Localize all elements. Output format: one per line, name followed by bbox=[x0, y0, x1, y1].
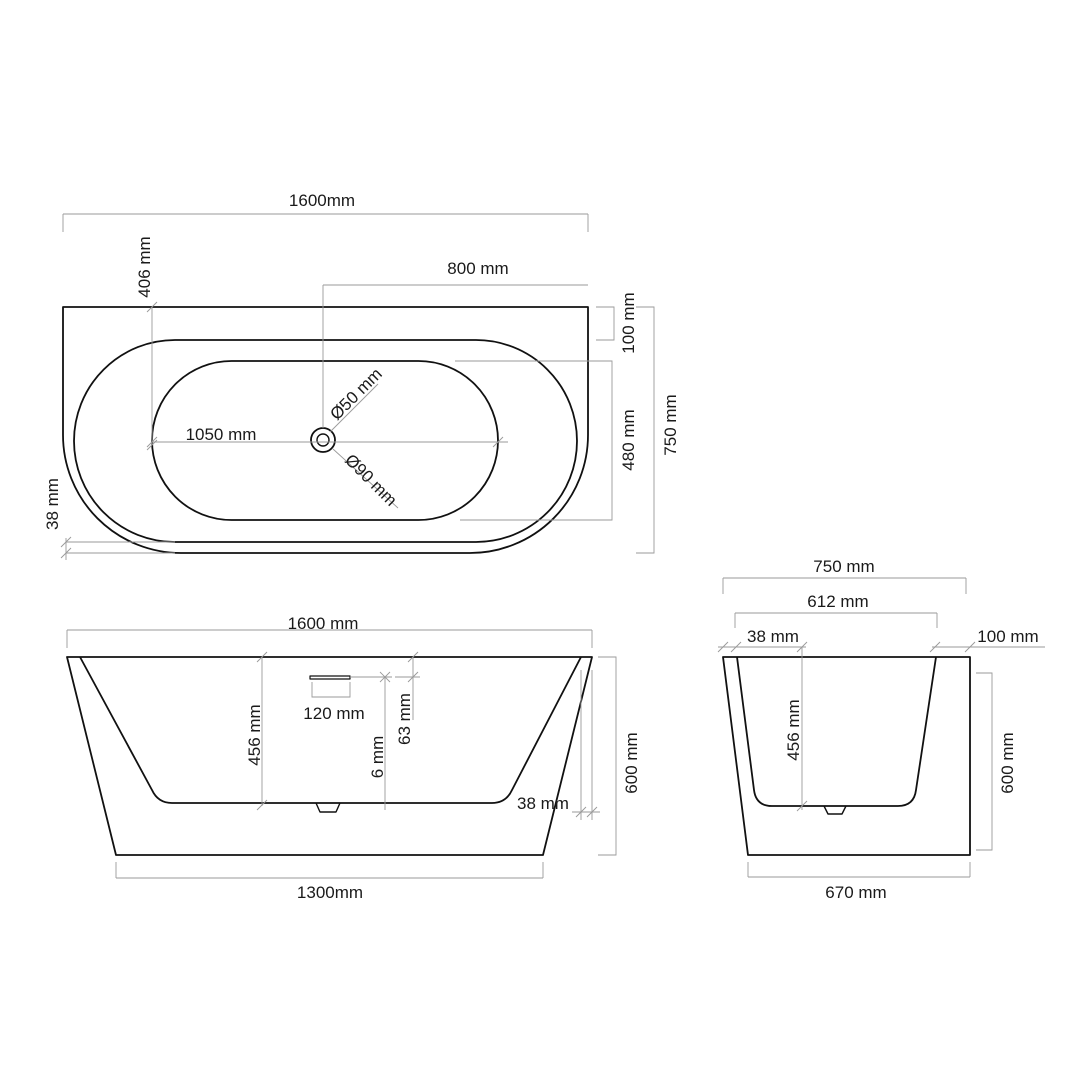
top-dim-750-line bbox=[636, 306, 655, 554]
top-dim-drain90-leader bbox=[332, 448, 399, 509]
front-dim-38-line bbox=[572, 670, 600, 820]
top-dim-drain50-label: Ø50 mm bbox=[326, 364, 386, 424]
top-dim-drain90-label: Ø90 mm bbox=[341, 450, 401, 510]
top-dim-1050-label: 1050 mm bbox=[186, 425, 257, 444]
front-dim-120-label: 120 mm bbox=[303, 704, 364, 723]
front-view-basin-outline bbox=[79, 656, 582, 804]
top-dim-480-line bbox=[455, 360, 613, 521]
side-view-outer-outline bbox=[722, 656, 971, 856]
side-view-drain bbox=[823, 805, 847, 815]
side-view: 750 mm 612 mm 38 mm 100 mm 456 mm 600 mm… bbox=[717, 557, 1045, 902]
front-view-drain bbox=[315, 802, 341, 813]
side-dim-670-line bbox=[747, 862, 971, 878]
top-view: 1600mm 406 mm 800 mm 1050 mm Ø50 mm Ø90 … bbox=[43, 191, 680, 560]
front-dim-63-tick bbox=[407, 651, 419, 683]
side-dim-750-label: 750 mm bbox=[813, 557, 874, 576]
top-dim-1600-line bbox=[62, 213, 589, 232]
top-view-drain-inner bbox=[316, 433, 330, 447]
top-dim-800-line bbox=[322, 284, 588, 428]
top-dim-38-tick bbox=[60, 536, 72, 559]
front-dim-1300-line bbox=[115, 862, 544, 879]
side-dim-750-line bbox=[722, 577, 967, 594]
front-dim-1300-label: 1300mm bbox=[297, 883, 363, 902]
front-dim-1600-label: 1600 mm bbox=[288, 614, 359, 633]
side-dim-456-tick bbox=[796, 800, 808, 812]
side-dim-670-label: 670 mm bbox=[825, 883, 886, 902]
top-dim-480-label: 480 mm bbox=[619, 409, 638, 470]
top-dim-1600-label: 1600mm bbox=[289, 191, 355, 210]
front-dim-38-tick bbox=[575, 806, 598, 818]
front-dim-600-line bbox=[598, 656, 617, 856]
front-view: 1600 mm 456 mm 120 mm 6 mm 63 mm 38 mm 6… bbox=[66, 614, 641, 902]
top-view-drain-outer bbox=[310, 427, 336, 453]
top-dim-750-label: 750 mm bbox=[661, 394, 680, 455]
top-dim-100-line bbox=[596, 306, 615, 341]
front-dim-6-label: 6 mm bbox=[368, 736, 387, 779]
side-dim-612-line bbox=[734, 612, 938, 628]
top-dim-drain50-leader bbox=[329, 383, 379, 433]
top-dim-406-label: 406 mm bbox=[135, 236, 154, 297]
front-dim-6-tick bbox=[379, 671, 391, 683]
side-dim-600-label: 600 mm bbox=[998, 732, 1017, 793]
front-dim-38-label: 38 mm bbox=[517, 794, 569, 813]
side-dim-100-tick bbox=[929, 641, 976, 653]
side-dim-612-label: 612 mm bbox=[807, 592, 868, 611]
front-view-overflow-box bbox=[311, 682, 351, 698]
front-dim-63-label: 63 mm bbox=[395, 693, 414, 745]
top-dim-100-label: 100 mm bbox=[619, 292, 638, 353]
front-dim-456-label: 456 mm bbox=[245, 704, 264, 765]
top-view-outer-outline bbox=[62, 306, 589, 554]
side-dim-100-label: 100 mm bbox=[977, 627, 1038, 646]
top-dim-800-label: 800 mm bbox=[447, 259, 508, 278]
front-view-outer-outline bbox=[66, 656, 593, 856]
side-dim-456-label: 456 mm bbox=[784, 699, 803, 760]
front-dim-1600-line bbox=[66, 629, 593, 648]
top-dim-38-label: 38 mm bbox=[43, 478, 62, 530]
top-dim-1050-tick bbox=[146, 436, 504, 448]
top-view-rim-outline bbox=[73, 339, 578, 543]
front-view-overflow bbox=[309, 675, 351, 680]
side-view-basin-outline bbox=[736, 656, 937, 807]
side-dim-38-label: 38 mm bbox=[747, 627, 799, 646]
front-dim-456-tick bbox=[256, 651, 268, 811]
side-dim-600-line bbox=[976, 672, 993, 851]
front-dim-600-label: 600 mm bbox=[622, 732, 641, 793]
front-dim-63-line bbox=[395, 657, 420, 720]
